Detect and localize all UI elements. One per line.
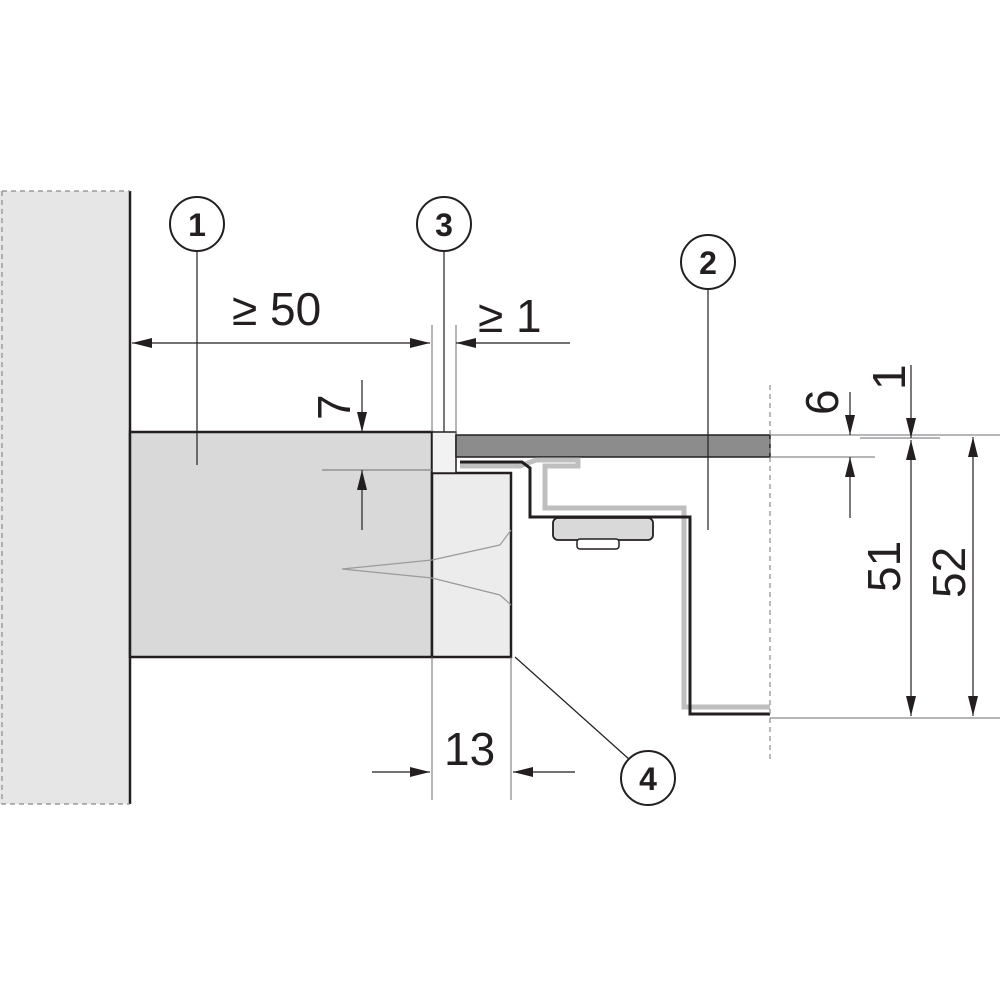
callout-1: 1 [169,196,225,252]
dim-6-label: 6 [796,389,848,415]
callout-2: 2 [680,234,736,290]
callout-3-label: 3 [435,207,453,243]
appliance-2 [455,434,771,716]
dim-51-label: 51 [858,541,910,592]
dim-13-label: 13 [444,723,495,775]
dim-1-top-label: 1 [863,364,915,390]
dim-52-label: 52 [923,547,975,598]
leader-lines [196,252,709,761]
dim-50-label: ≥ 50 [232,283,321,335]
callout-2-label: 2 [699,245,717,281]
callout-4-label: 4 [639,761,657,797]
callout-4: 4 [620,750,676,806]
dimension-lines [132,338,978,777]
dim-1-gap-label: ≥ 1 [478,290,542,342]
wall [0,190,132,805]
filler-strip-4 [341,431,513,659]
dim-7-label: 7 [308,394,360,420]
extension-lines [322,325,1000,800]
callout-3: 3 [416,196,472,252]
cabinet-block-1 [128,430,434,659]
callout-1-label: 1 [188,207,206,243]
